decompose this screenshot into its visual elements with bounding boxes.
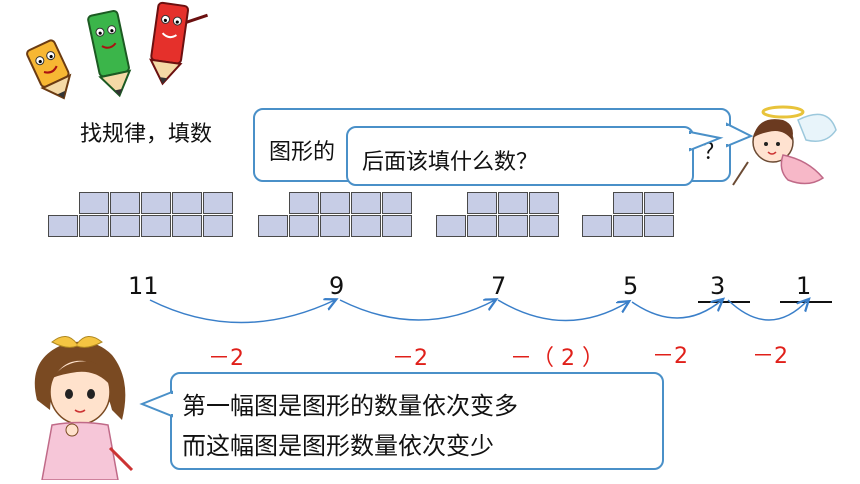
- figure-cell: [48, 215, 78, 237]
- figure-cell: [258, 215, 288, 237]
- girl-speech-line-2: 而这幅图是图形数量依次变少: [182, 432, 494, 460]
- arrow-1: [149, 300, 335, 324]
- figure-cell: [172, 215, 202, 237]
- sequence-number: 7: [491, 272, 507, 300]
- figure-1: [48, 192, 238, 238]
- bubble-tail: [724, 122, 754, 148]
- speech-bubble-front: 后面该填什么数？: [346, 126, 724, 186]
- answer-blank-line: [698, 301, 750, 303]
- sequence-number: 9: [329, 272, 345, 300]
- figure-cell: [613, 192, 643, 214]
- angel-girl-illustration: [732, 105, 837, 186]
- bubble-front-text: 后面该填什么数？: [362, 150, 539, 175]
- difference-label: －2: [208, 346, 244, 371]
- figure-cell: [203, 192, 233, 214]
- figure-4: [582, 192, 682, 238]
- girl-speech-bubble: 第一幅图是图形的数量依次变多 而这幅图是图形数量依次变少: [139, 372, 664, 470]
- figure-cell: [613, 215, 643, 237]
- figure-cell: [289, 215, 319, 237]
- pencil-characters-illustration: [26, 1, 209, 100]
- sequence-number: 5: [623, 272, 639, 300]
- figure-cell: [320, 192, 350, 214]
- figure-cell: [351, 215, 381, 237]
- thinking-girl-illustration: [34, 336, 134, 480]
- figure-cell: [203, 215, 233, 237]
- figure-cell: [351, 192, 381, 214]
- girl-speech-line-1: 第一幅图是图形的数量依次变多: [182, 392, 518, 420]
- sequence-answer: 3: [710, 272, 726, 300]
- arrow-2: [339, 300, 495, 321]
- difference-label: －2: [652, 344, 688, 369]
- figure-cell: [79, 215, 109, 237]
- figure-cell: [79, 192, 109, 214]
- difference-label: －2: [392, 346, 428, 371]
- figure-cell: [644, 192, 674, 214]
- figure-cell: [141, 192, 171, 214]
- sequence-number: 11: [128, 272, 159, 300]
- figure-cell: [582, 215, 612, 237]
- figure-cell: [467, 215, 497, 237]
- bubble-back-text: 图形的: [269, 140, 336, 165]
- figure-cell: [382, 192, 412, 214]
- figure-cell: [644, 215, 674, 237]
- bubble-tail: [139, 390, 175, 418]
- bubble-back-tail-text: ？: [703, 140, 726, 165]
- figure-cell: [172, 192, 202, 214]
- arrow-3: [497, 299, 628, 322]
- figure-3: [436, 192, 566, 238]
- figure-2: [258, 192, 418, 238]
- sequence-answer: 1: [796, 272, 812, 300]
- arrow-5: [727, 300, 808, 321]
- figure-cell: [436, 215, 466, 237]
- figure-cell: [529, 192, 559, 214]
- figure-cell: [110, 215, 140, 237]
- figure-cell: [110, 192, 140, 214]
- figure-cell: [467, 192, 497, 214]
- figure-cell: [141, 215, 171, 237]
- bubble-tail: [687, 130, 724, 152]
- figure-cell: [498, 192, 528, 214]
- page-title: 找规律，填数: [80, 122, 213, 147]
- difference-label: －2: [752, 344, 788, 369]
- figure-cell: [498, 215, 528, 237]
- answer-blank-line: [780, 301, 832, 303]
- figure-cell: [382, 215, 412, 237]
- figure-cell: [289, 192, 319, 214]
- difference-label: －（ 2 ）: [510, 346, 604, 371]
- figure-cell: [529, 215, 559, 237]
- figure-cell: [320, 215, 350, 237]
